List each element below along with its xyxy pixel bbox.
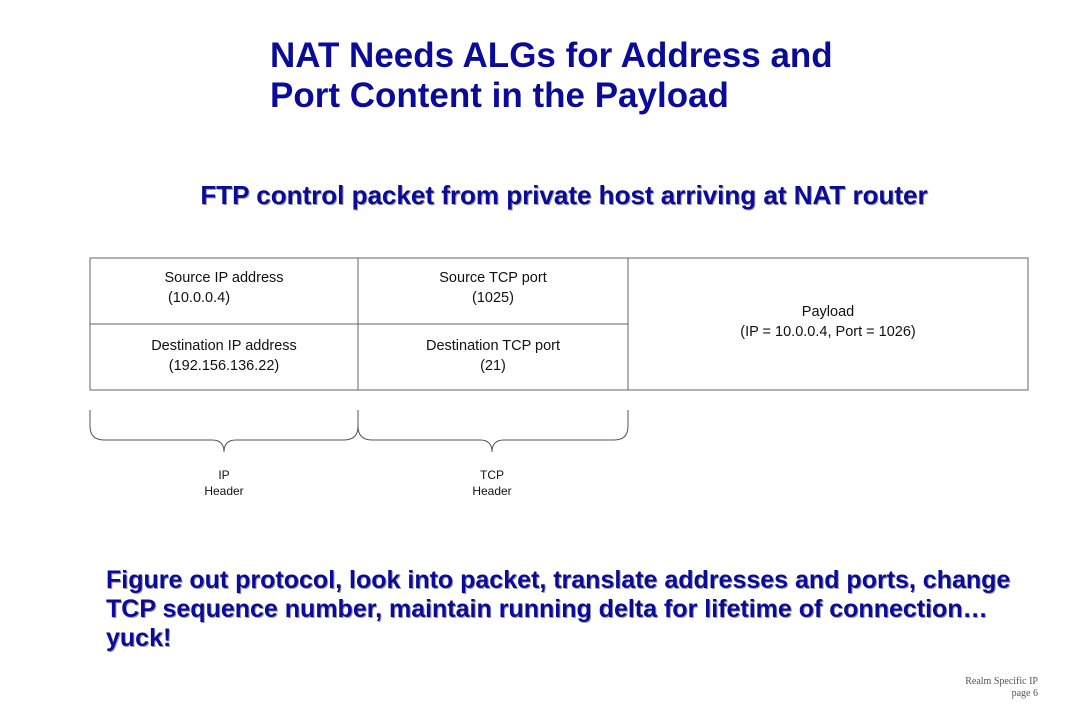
payload-cell: Payload (IP = 10.0.0.4, Port = 1026)	[628, 302, 1028, 342]
footer-page-number: page 6	[1011, 688, 1038, 699]
slide-footer: Realm Specific IP page 6	[965, 676, 1038, 700]
ip-header-brace	[89, 410, 359, 453]
source-ip-value: (10.0.0.4)	[167, 290, 231, 306]
source-port-value: (1025)	[472, 290, 514, 306]
dest-port-label: Destination TCP port	[425, 338, 561, 354]
footer-line-1: Realm Specific IP	[965, 676, 1038, 687]
tcp-header-brace	[357, 410, 629, 453]
ip-header-line-1: IP	[218, 468, 230, 482]
ip-header-line-2: Header	[204, 484, 244, 498]
source-ip-cell: Source IP address (10.0.0.4)	[90, 268, 358, 308]
source-port-cell: Source TCP port (1025)	[358, 268, 628, 308]
dest-port-cell: Destination TCP port (21)	[358, 336, 628, 376]
dest-port-value: (21)	[480, 358, 506, 374]
payload-value: (IP = 10.0.0.4, Port = 1026)	[740, 324, 916, 340]
title-line-2: Port Content in the Payload	[270, 76, 729, 115]
ip-header-label: IP Header	[184, 467, 264, 499]
packet-box	[89, 257, 1029, 391]
dest-ip-label: Destination IP address	[151, 338, 297, 354]
tcp-header-line-1: TCP	[480, 468, 504, 482]
slide-subtitle: FTP control packet from private host arr…	[200, 180, 928, 210]
source-port-label: Source TCP port	[439, 270, 547, 286]
tcp-header-label: TCP Header	[452, 467, 532, 499]
dest-ip-value: (192.156.136.22)	[168, 358, 280, 374]
payload-label: Payload	[801, 304, 855, 320]
source-ip-label: Source IP address	[164, 270, 284, 286]
title-line-1: NAT Needs ALGs for Address and	[270, 36, 833, 75]
slide-title: NAT Needs ALGs for Address and Port Cont…	[270, 36, 1050, 116]
tcp-header-line-2: Header	[472, 484, 512, 498]
dest-ip-cell: Destination IP address (192.156.136.22)	[90, 336, 358, 376]
body-paragraph: Figure out protocol, look into packet, t…	[106, 566, 1011, 652]
